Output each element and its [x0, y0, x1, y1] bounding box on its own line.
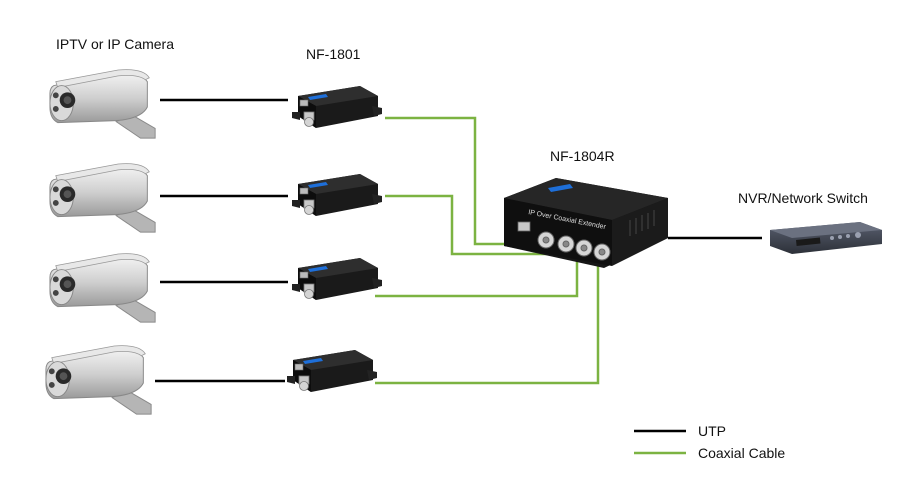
coax-line-4	[375, 258, 600, 385]
legend-coax-label: Coaxial Cable	[698, 445, 786, 461]
receiver-label: NF-1804R	[550, 148, 615, 164]
camera-4	[45, 345, 152, 415]
legend-utp-label: UTP	[698, 423, 726, 439]
camera-2	[49, 163, 156, 233]
transmitter-label: NF-1801	[306, 46, 361, 62]
rj45-port	[517, 221, 531, 232]
receiver-device: IP Over Coaxial Extender	[504, 178, 668, 268]
vent-slots	[629, 210, 655, 236]
bnc-connectors	[537, 231, 611, 261]
camera-3	[49, 253, 156, 323]
transmitter-3	[291, 257, 382, 301]
utp-links	[155, 98, 762, 383]
camera-group-label: IPTV or IP Camera	[56, 36, 175, 52]
coax-line-3	[375, 252, 579, 298]
transmitter-2	[291, 173, 382, 217]
receiver-brand-label	[548, 184, 573, 192]
nvr-switch-device	[770, 222, 882, 254]
transmitter-4	[286, 349, 377, 393]
coax-line-2	[385, 194, 568, 256]
transmitter-1	[291, 85, 382, 129]
camera-1	[49, 69, 156, 139]
switch-label: NVR/Network Switch	[738, 190, 868, 206]
